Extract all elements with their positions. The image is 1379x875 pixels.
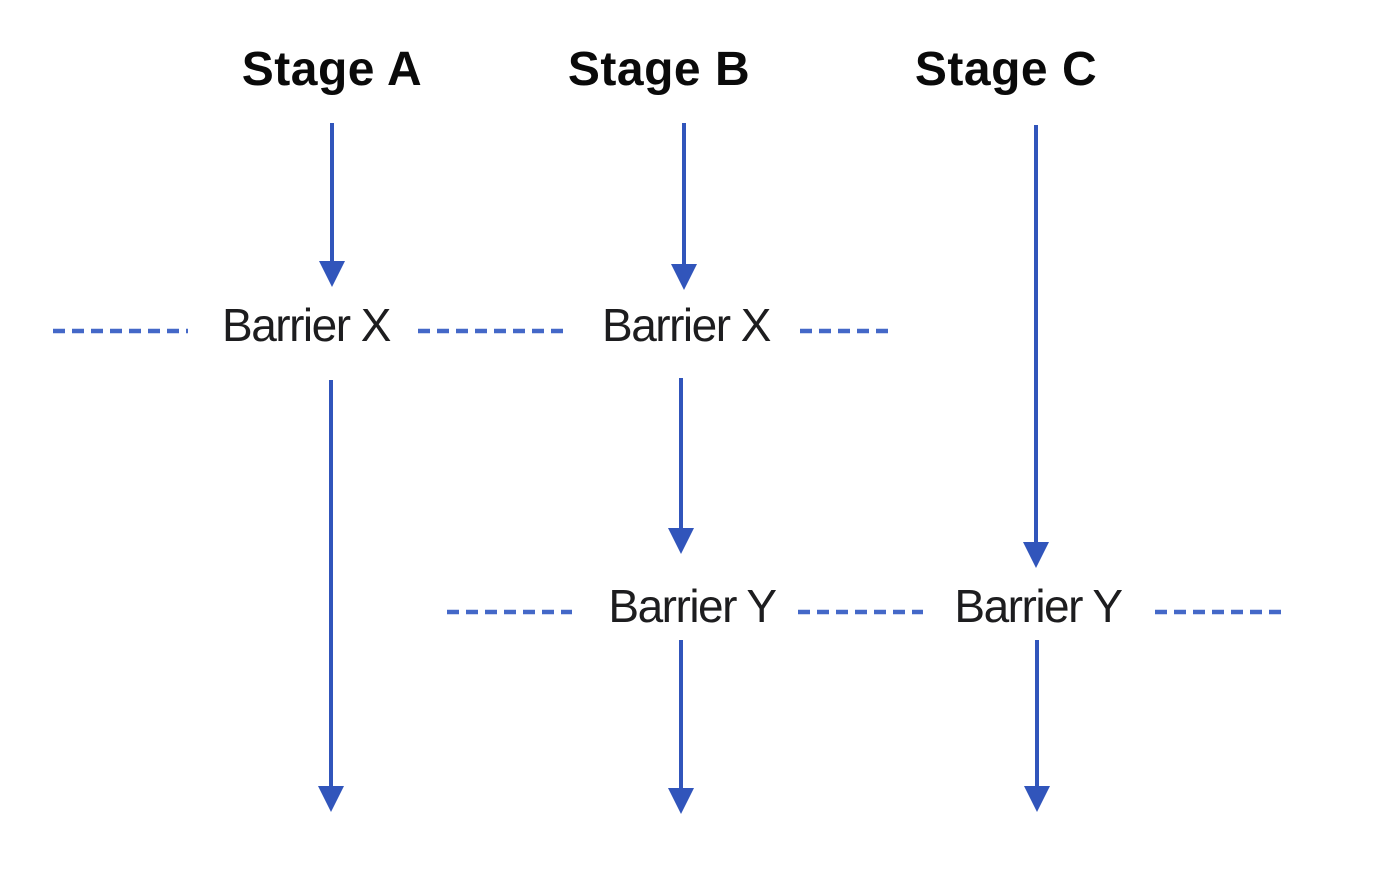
stage-a-arrow-1-head-icon [319,261,345,287]
barrier-x-label-left: Barrier X [222,299,391,351]
barrier-x-label-right: Barrier X [602,299,771,351]
stage-b-flow [668,123,697,814]
stage-b-arrow-2-head-icon [668,528,694,554]
stage-b-arrow-3-head-icon [668,788,694,814]
stage-c-arrow-1-head-icon [1023,542,1049,568]
stage-c-arrow-2-head-icon [1024,786,1050,812]
stage-b-arrow-1-head-icon [671,264,697,290]
stage-b-title: Stage B [567,43,751,96]
stage-c-flow [1023,125,1050,812]
stage-a-title: Stage A [241,43,423,96]
barrier-y-label-left: Barrier Y [608,580,777,632]
stage-a-arrow-2-head-icon [318,786,344,812]
stage-a-flow [318,123,345,812]
barrier-y-label-right: Barrier Y [954,580,1123,632]
stage-c-title: Stage C [914,43,1098,96]
